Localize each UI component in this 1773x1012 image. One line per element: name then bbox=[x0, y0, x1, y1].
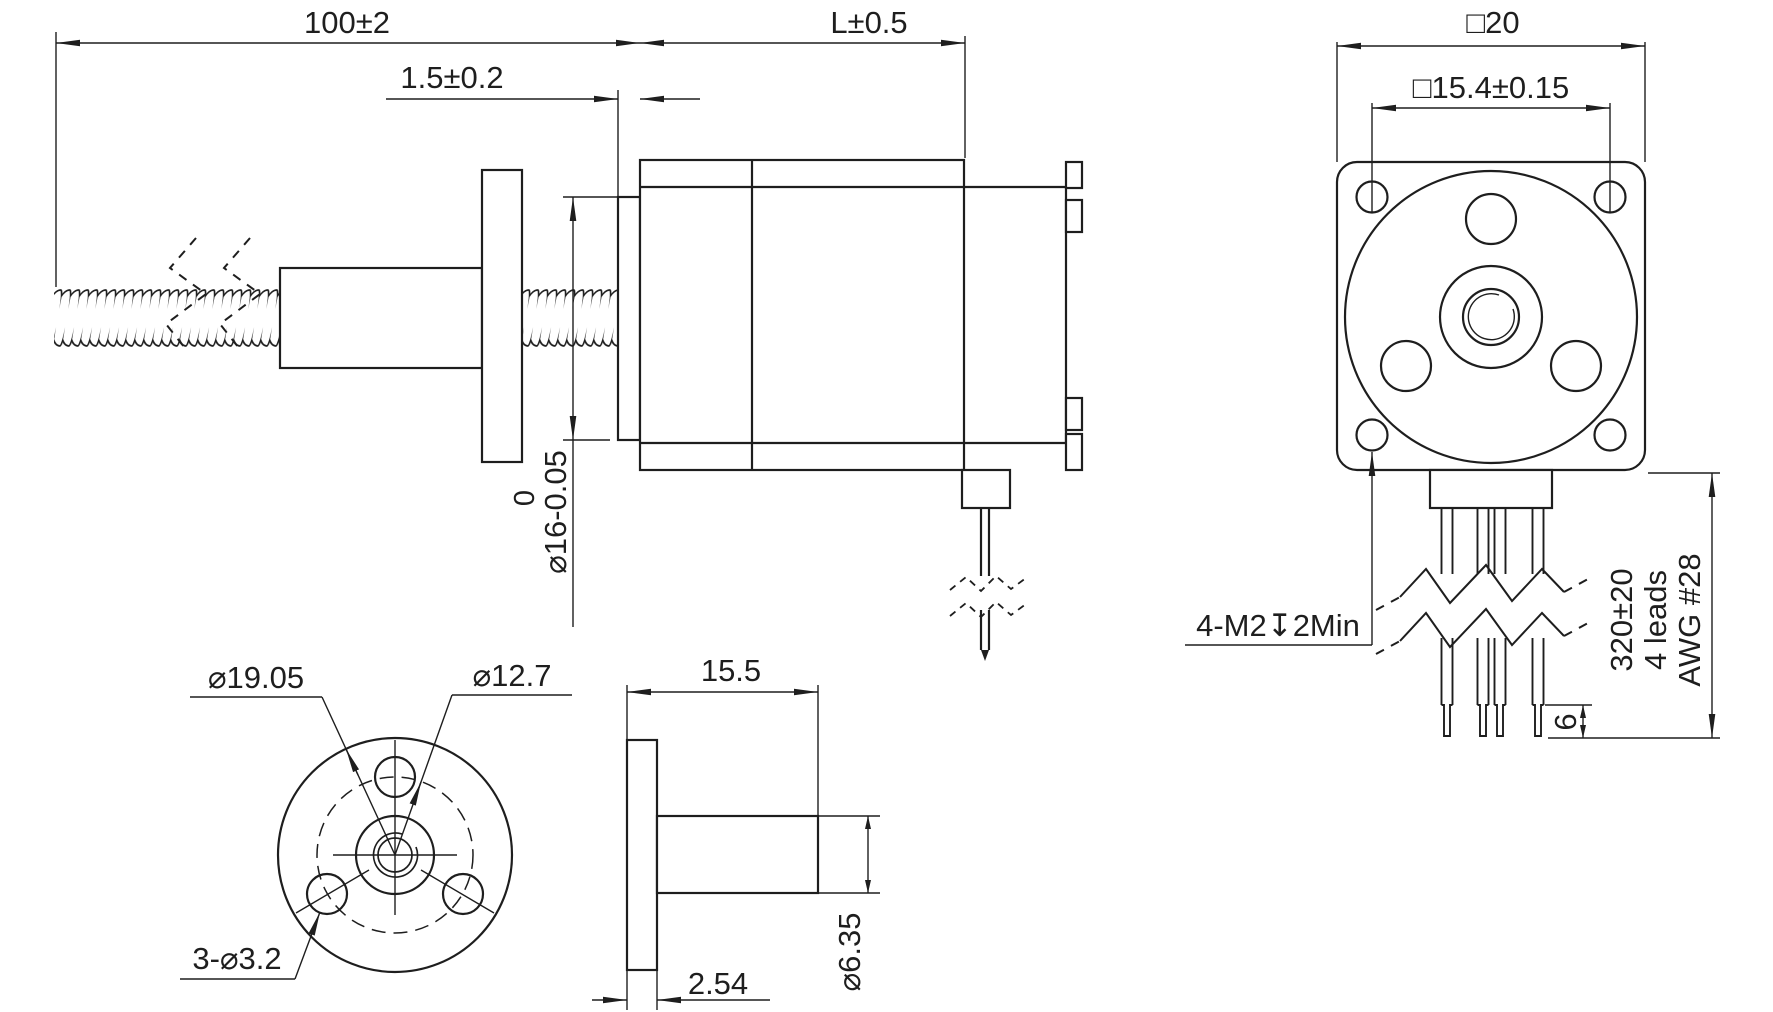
wire-break-line bbox=[949, 574, 1027, 593]
leads-break-dash bbox=[1375, 621, 1591, 655]
dim-text-flange-od: ⌀19.05 bbox=[208, 660, 304, 695]
bolt-circle bbox=[316, 776, 474, 934]
dim-pilot-diameter: ⌀16-0.05 0 bbox=[509, 196, 617, 627]
dim-strip-length: 6 bbox=[1545, 704, 1592, 738]
dim-text-strip-length: 6 bbox=[1548, 713, 1583, 730]
dim-pilot-plate: 1.5±0.2 bbox=[386, 60, 700, 197]
screw-hole bbox=[1461, 287, 1521, 347]
callout-text-mount-holes: 4-M2↧2Min bbox=[1196, 608, 1360, 643]
dim-bolt-circle: ⌀12.7 bbox=[394, 658, 572, 856]
wire-break-line bbox=[949, 600, 1027, 619]
dim-text-body-size: □20 bbox=[1466, 5, 1519, 40]
flange-hole bbox=[441, 872, 485, 916]
dim-mount-spacing: □15.4±0.15 bbox=[1371, 70, 1611, 213]
lead-screw-thread-right bbox=[522, 289, 618, 347]
hole-spoke bbox=[295, 869, 370, 914]
nut-flange-outline bbox=[276, 736, 514, 974]
dim-text-wire-gauge: AWG #28 bbox=[1672, 553, 1707, 686]
dim-text-lead-count: 4 leads bbox=[1638, 570, 1673, 670]
assembly-screw bbox=[1549, 339, 1603, 393]
lead-wire bbox=[1531, 508, 1545, 737]
center-boss bbox=[1438, 264, 1544, 370]
dim-body-length: L±0.5 bbox=[640, 5, 966, 158]
rear-tab bbox=[1064, 432, 1084, 472]
rear-tab bbox=[1064, 198, 1084, 234]
leads-break-line bbox=[1399, 607, 1565, 649]
dim-text-pilot-diameter: ⌀16-0.05 bbox=[538, 450, 573, 574]
lead-wire bbox=[1440, 508, 1454, 737]
dim-text-pilot-plate: 1.5±0.2 bbox=[400, 60, 503, 95]
flange-hole bbox=[305, 872, 349, 916]
front-boss-circle bbox=[1343, 169, 1639, 465]
dim-text-nut-length: 15.5 bbox=[701, 653, 761, 688]
nut-flange-plate-side bbox=[480, 168, 524, 464]
nut-cylinder bbox=[655, 814, 820, 895]
thread-arc bbox=[1467, 292, 1516, 341]
dim-text-screw-length: 100±2 bbox=[304, 5, 390, 40]
callout-mount-holes: 4-M2↧2Min bbox=[1185, 452, 1376, 646]
dim-body-size: □20 bbox=[1336, 5, 1646, 162]
nut-side-view: 15.5 ⌀6.35 2.54 bbox=[592, 653, 880, 1010]
screw-bore bbox=[377, 837, 413, 873]
mount-hole bbox=[1593, 418, 1627, 452]
dim-lead-length: 320±20 4 leads AWG #28 bbox=[1548, 472, 1720, 739]
nut-face-view: ⌀19.05 ⌀12.7 3-⌀3.2 bbox=[180, 658, 572, 980]
dim-text-pilot-tol-upper: 0 bbox=[509, 490, 541, 506]
dim-cylinder-od: ⌀6.35 bbox=[818, 815, 880, 992]
dim-text-bolt-circle: ⌀12.7 bbox=[473, 658, 552, 693]
dim-text-cylinder-od: ⌀6.35 bbox=[832, 913, 867, 992]
nut-flange-plate bbox=[625, 738, 659, 972]
side-view: 100±2 L±0.5 1.5±0.2 ⌀16-0.05 0 bbox=[54, 5, 1084, 661]
dim-screw-length: 100±2 bbox=[55, 5, 640, 287]
leads-break-dash bbox=[1375, 577, 1591, 611]
dim-flange-thickness: 2.54 bbox=[592, 966, 770, 1010]
mount-hole bbox=[1355, 418, 1389, 452]
front-view: □20 □15.4±0.15 4-M2↧2Min bbox=[1185, 5, 1647, 646]
lead-wire bbox=[1476, 508, 1490, 737]
rear-tab bbox=[1064, 160, 1084, 190]
motor-body bbox=[638, 158, 966, 472]
leads-group: 320±20 4 leads AWG #28 6 bbox=[1375, 468, 1720, 739]
callout-flange-holes: 3-⌀3.2 bbox=[180, 911, 321, 980]
callout-text-flange-holes: 3-⌀3.2 bbox=[192, 941, 281, 976]
assembly-screw bbox=[1379, 339, 1433, 393]
dim-nut-length: 15.5 bbox=[626, 653, 819, 816]
lead-screw-thread-left bbox=[54, 289, 280, 347]
nut-cylinder-face bbox=[354, 814, 436, 896]
dim-text-body-length: L±0.5 bbox=[830, 5, 907, 40]
dim-flange-od: ⌀19.05 bbox=[190, 660, 396, 856]
lead-wire-tip bbox=[981, 650, 989, 661]
rear-tab bbox=[1064, 396, 1084, 432]
lead-exit-block bbox=[1428, 468, 1554, 510]
dim-text-flange-thickness: 2.54 bbox=[688, 966, 748, 1001]
nut-cylinder-side bbox=[278, 266, 484, 370]
assembly-screw bbox=[1464, 192, 1518, 246]
hole-spoke bbox=[420, 869, 495, 914]
motor-pilot-plate bbox=[616, 195, 642, 442]
dim-text-mount-spacing: □15.4±0.15 bbox=[1413, 70, 1569, 105]
wire-exit-block bbox=[960, 468, 1012, 510]
lead-wire bbox=[1493, 508, 1507, 737]
leads-break-line bbox=[1399, 563, 1565, 605]
dim-text-lead-length: 320±20 bbox=[1604, 568, 1639, 671]
